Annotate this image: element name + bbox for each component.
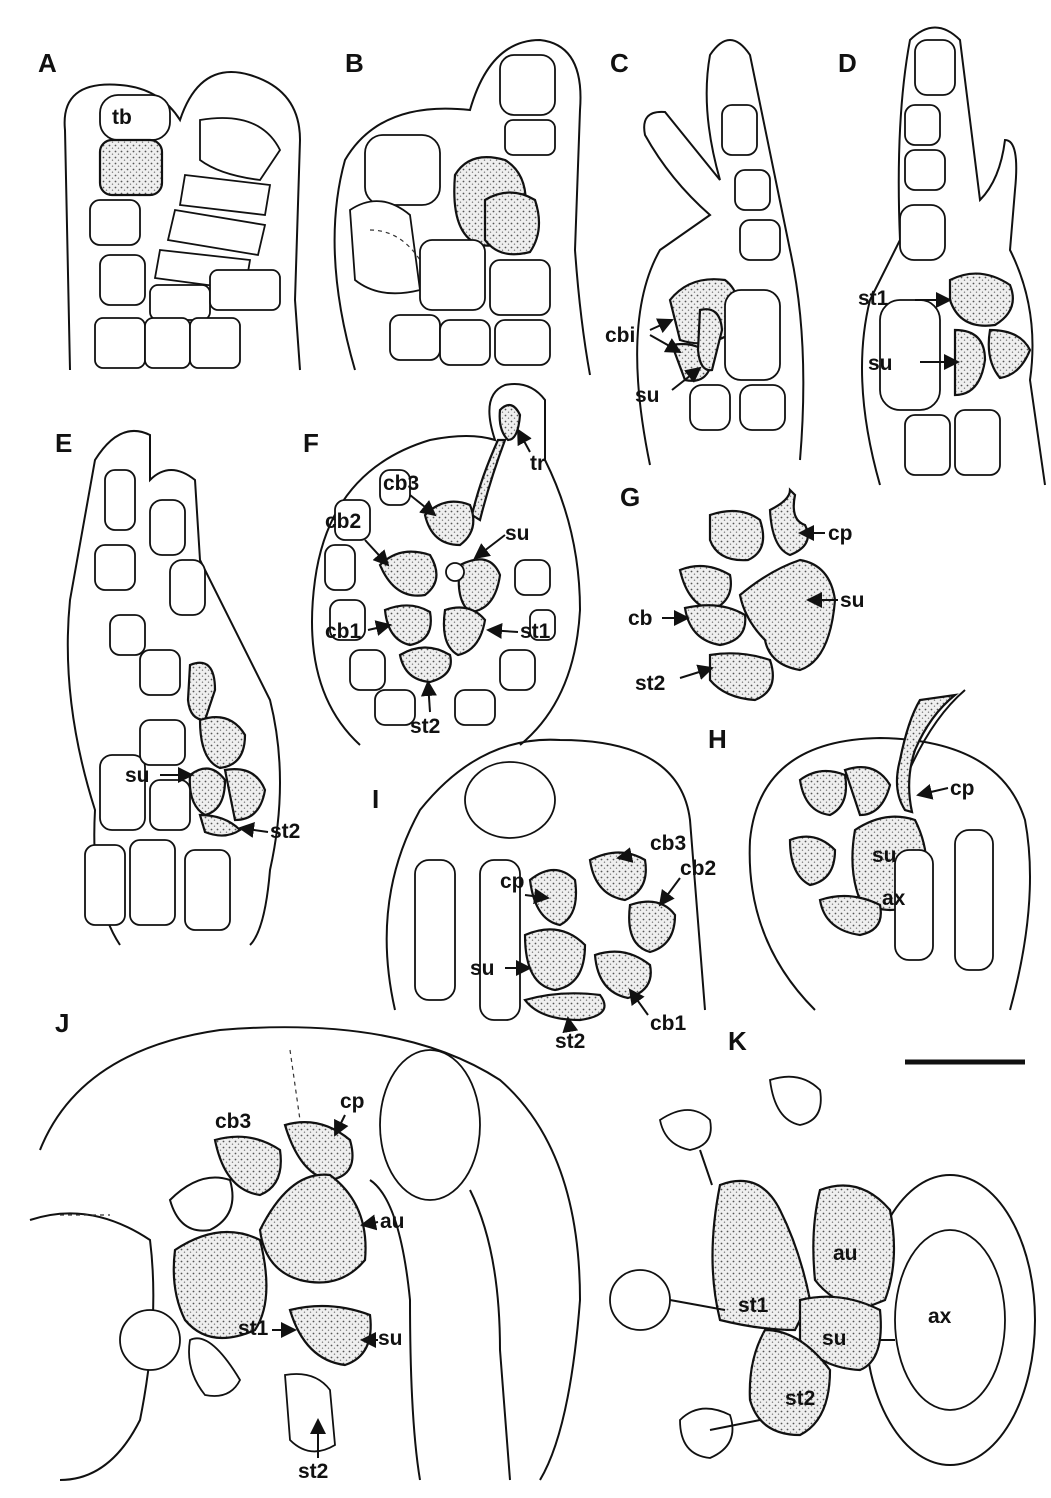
stippled-cp-stalk-h (897, 695, 955, 812)
stippled-su-j (290, 1306, 371, 1365)
stippled-cb1-i (595, 952, 651, 998)
label-g-su: su (840, 589, 865, 612)
label-i-cb2: cb2 (680, 857, 716, 880)
stippled-carpal-g1 (710, 511, 763, 560)
label-f-cb3: cb3 (383, 472, 419, 495)
label-i-cb1: cb1 (650, 1012, 687, 1035)
stippled-su-e (190, 769, 225, 815)
stippled-su-i (525, 929, 585, 990)
stippled-carpal-h2 (845, 767, 890, 815)
stippled-cb3-f (425, 502, 473, 545)
panel-j: J cb3 cp au st1 su st2 (30, 1008, 580, 1483)
label-d-st1: st1 (858, 287, 889, 310)
label-f-cb2: cb2 (325, 510, 361, 533)
panel-label-j: J (55, 1008, 69, 1038)
label-j-st2: st2 (298, 1460, 328, 1483)
label-j-au: au (380, 1210, 405, 1233)
stippled-su-g (740, 560, 835, 670)
stippled-st2-f (400, 648, 451, 683)
label-f-su: su (505, 522, 530, 545)
panel-d: D st1 su (838, 28, 1045, 486)
panel-label-f: F (303, 428, 319, 458)
label-a-tb: tb (112, 106, 132, 129)
label-c-su: su (635, 384, 660, 407)
label-f-tr: tr (530, 452, 545, 475)
label-k-su: su (822, 1327, 847, 1350)
label-k-au: au (833, 1242, 858, 1265)
stippled-cb2-f (380, 552, 436, 596)
panel-i: I cb3 cb2 cp su cb1 st2 (372, 740, 716, 1053)
label-f-st1: st1 (520, 620, 551, 643)
label-i-st2: st2 (555, 1030, 585, 1053)
stippled-carpal-h4 (820, 896, 881, 935)
label-c-cbi: cbi (605, 324, 635, 347)
panel-label-i: I (372, 784, 379, 814)
stippled-cb-g (685, 605, 745, 645)
panel-label-b: B (345, 48, 364, 78)
stippled-carpal-e3 (225, 769, 265, 820)
label-i-cb3: cb3 (650, 832, 686, 855)
stippled-st2-i (525, 993, 605, 1020)
label-f-cb1: cb1 (325, 620, 362, 643)
panel-label-d: D (838, 48, 857, 78)
stippled-st1-f (444, 608, 485, 655)
label-g-st2: st2 (635, 672, 665, 695)
label-h-su: su (872, 844, 897, 867)
stippled-cb3-i (590, 853, 646, 901)
panel-label-h: H (708, 724, 727, 754)
panel-c: C cbi su (605, 40, 803, 465)
label-e-su: su (125, 764, 150, 787)
panel-label-e: E (55, 428, 72, 458)
label-e-st2: st2 (270, 820, 300, 843)
stippled-su-d (955, 330, 985, 395)
label-j-cb3: cb3 (215, 1110, 251, 1133)
panel-label-g: G (620, 482, 640, 512)
stippled-st1-d (950, 274, 1013, 326)
stippled-cb2-i (629, 902, 675, 952)
panel-b: B (335, 40, 590, 375)
stippled-carpal-a (100, 140, 162, 195)
stippled-carpal-h3 (790, 837, 835, 885)
stippled-au-j (260, 1175, 366, 1283)
panel-e: E su st2 (55, 428, 300, 945)
panel-label-a: A (38, 48, 57, 78)
label-k-ax: ax (928, 1305, 952, 1328)
label-j-cp: cp (340, 1090, 365, 1113)
stippled-carpal-b2 (485, 193, 539, 255)
stippled-carpal-d (989, 330, 1030, 378)
stippled-cp-j (285, 1122, 353, 1180)
stippled-su-c (698, 309, 722, 370)
stippled-cb3-j (215, 1137, 281, 1195)
label-h-ax: ax (882, 887, 906, 910)
stippled-carpal-g2 (680, 566, 731, 610)
label-h-cp: cp (950, 777, 975, 800)
stippled-cb1-f (385, 605, 431, 645)
panel-label-c: C (610, 48, 629, 78)
label-g-cb: cb (628, 607, 653, 630)
label-d-su: su (868, 352, 893, 375)
label-k-st2: st2 (785, 1387, 815, 1410)
panel-f: F tr cb3 su cb2 st1 cb1 st2 (303, 384, 580, 745)
panel-k: K au st1 su ax st2 (610, 1026, 1035, 1465)
stippled-st2-g (710, 653, 773, 700)
panel-label-k: K (728, 1026, 747, 1056)
label-j-su: su (378, 1327, 403, 1350)
stippled-su-f (459, 559, 500, 612)
stippled-carpal-h1 (800, 771, 846, 815)
label-k-st1: st1 (738, 1294, 769, 1317)
stippled-carpal-e1 (188, 663, 215, 720)
label-f-st2: st2 (410, 715, 440, 738)
stippled-tr-f (500, 405, 520, 440)
stippled-tr-stalk-f (472, 440, 505, 520)
panel-h: H cp su ax (708, 690, 1030, 1010)
label-j-st1: st1 (238, 1317, 269, 1340)
panel-a: A tb (38, 48, 300, 370)
label-i-su: su (470, 957, 495, 980)
stippled-carpal-e2 (200, 717, 245, 768)
label-i-cp: cp (500, 870, 525, 893)
panel-g: G cp su cb st2 (620, 482, 865, 700)
label-g-cp: cp (828, 522, 853, 545)
stippled-cp-g (770, 490, 808, 555)
